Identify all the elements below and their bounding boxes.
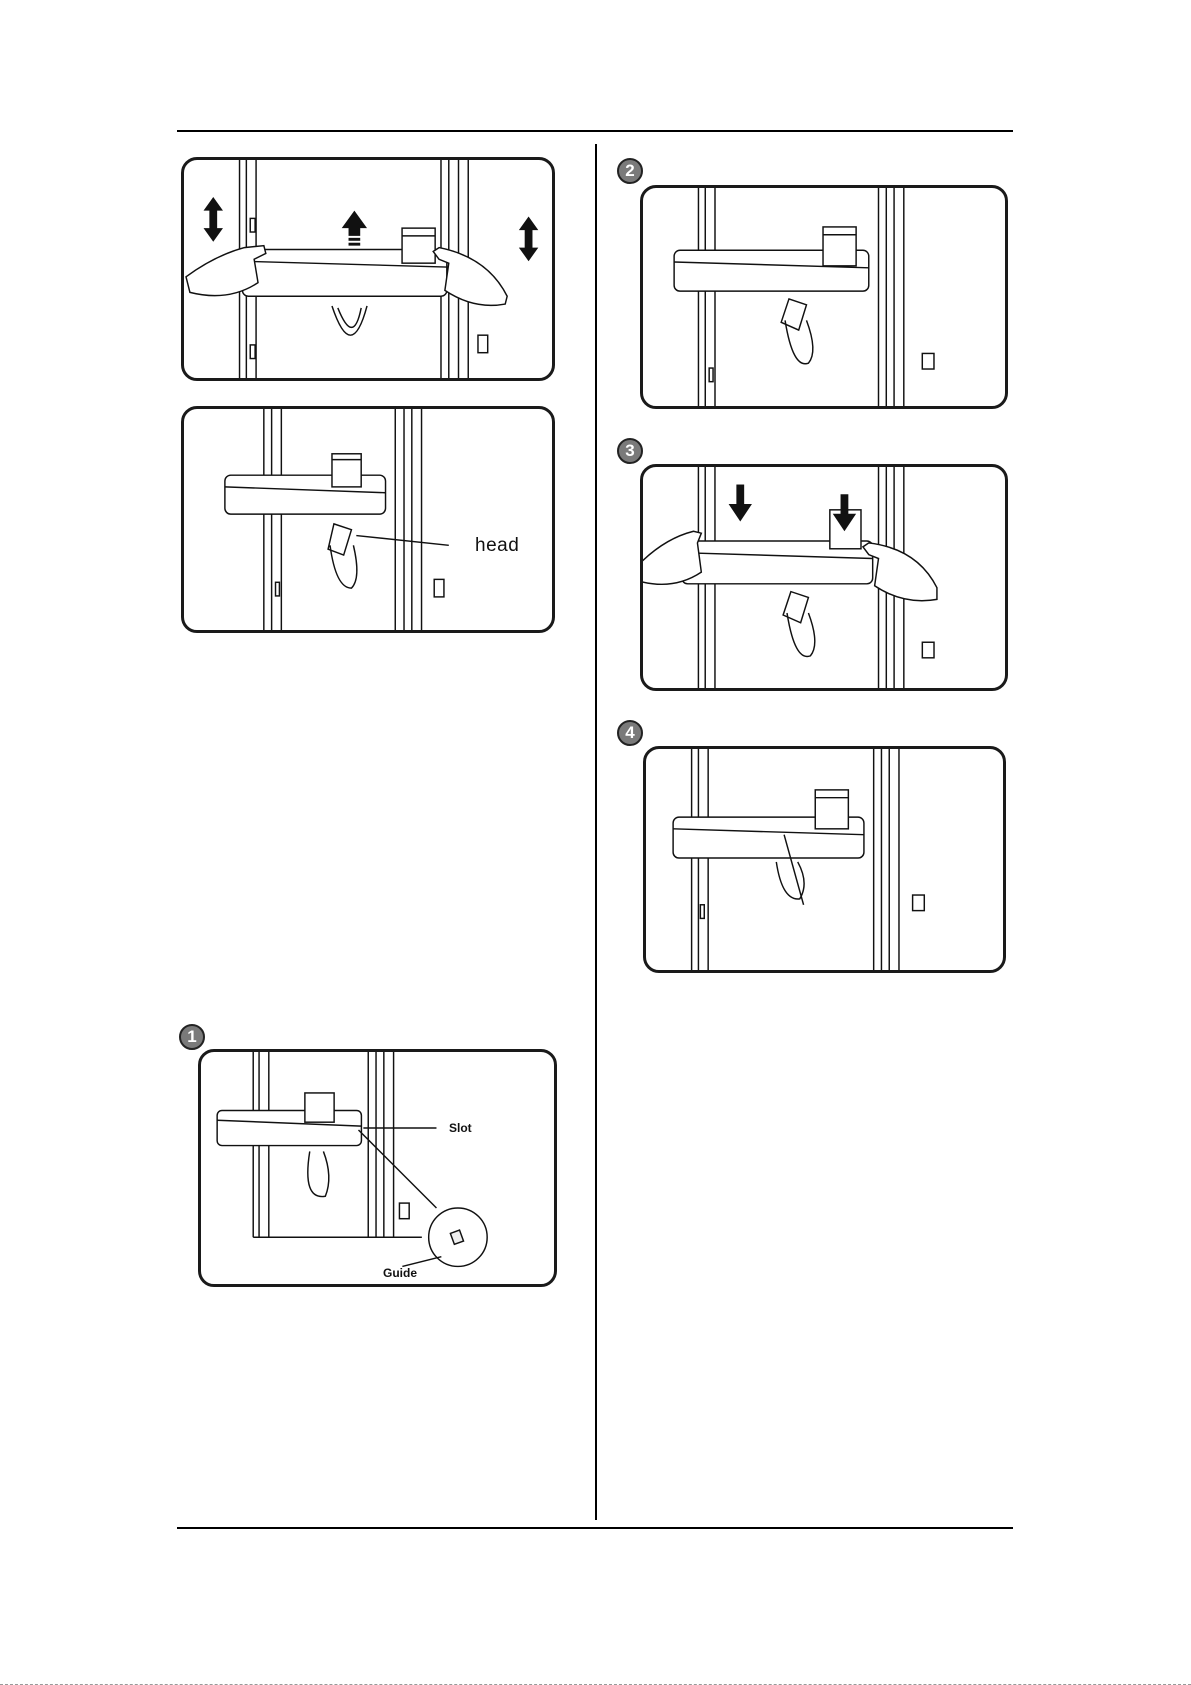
step-2-badge: 2 (617, 158, 643, 184)
figure-step-1 (198, 1049, 557, 1287)
step-3-illustration (643, 467, 1005, 688)
header-rule (177, 130, 1013, 132)
figure-step-3 (640, 464, 1008, 691)
up-arrow (342, 211, 367, 246)
step-2-illustration (643, 188, 1005, 406)
step-4-illustration (646, 749, 1003, 970)
guide-label: Guide (383, 1266, 417, 1280)
head-label: head (475, 535, 519, 557)
figure-head (181, 406, 555, 633)
step-3-badge: 3 (617, 438, 643, 464)
right-hand-icon (863, 543, 937, 601)
double-arrow-left (204, 197, 223, 242)
footer-rule (177, 1527, 1013, 1529)
slot-label: Slot (449, 1121, 472, 1135)
step-1-illustration (201, 1052, 554, 1284)
left-hand-icon (643, 531, 701, 584)
column-divider (595, 144, 597, 1520)
figure-step-4 (643, 746, 1006, 973)
step-1-badge: 1 (179, 1024, 205, 1050)
double-arrow-right (519, 216, 538, 261)
head-illustration (184, 409, 552, 630)
step-4-badge: 4 (617, 720, 643, 746)
figure-step-2 (640, 185, 1008, 409)
lift-shelf-illustration (184, 160, 552, 378)
down-arrow-left (729, 485, 752, 522)
figure-lift-shelf (181, 157, 555, 381)
